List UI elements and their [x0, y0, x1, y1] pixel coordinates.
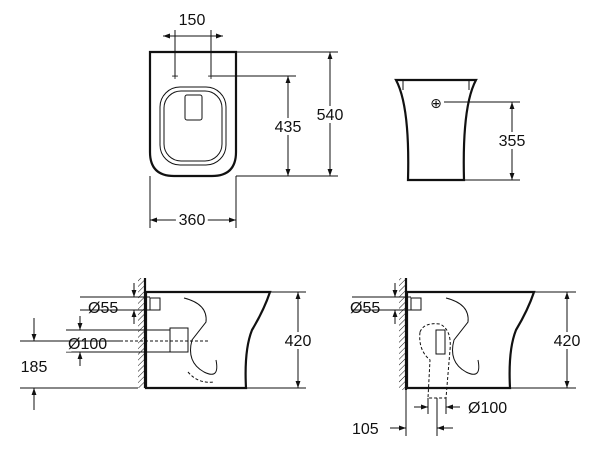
dim-floor-offset: 105 — [352, 421, 379, 438]
top-view-outlet-slot — [184, 94, 203, 121]
side-left-trap — [183, 297, 218, 375]
front-inlet-marker: ⊕ — [430, 95, 442, 111]
dim-water-inlet-right: Ø55 — [350, 300, 380, 317]
side-right-inlet — [410, 297, 422, 311]
wall-left — [138, 278, 145, 388]
side-left-trap-inner — [187, 371, 215, 383]
dim-floor-outlet: Ø100 — [468, 400, 507, 417]
side-left-outlet — [169, 327, 189, 353]
side-left-body — [144, 290, 272, 390]
dim-outlet-height: 185 — [21, 359, 48, 376]
top-view-bowl-opening — [159, 86, 227, 166]
top-view-outline — [148, 50, 238, 178]
side-right-trap-box — [435, 329, 446, 355]
side-right-floor-pipe — [419, 323, 451, 399]
wall-right — [399, 278, 406, 390]
top-view-bowl-inner — [163, 90, 223, 162]
dim-seat-height-right: 420 — [554, 333, 581, 350]
side-view-right: Ø55 420 Ø100 105 — [350, 278, 583, 438]
side-left-inlet — [149, 297, 161, 311]
dim-inlet-height: 355 — [499, 133, 526, 150]
front-view: ⊕ 355 — [394, 78, 528, 182]
top-view: + + 150 435 540 360 — [148, 12, 346, 232]
dim-water-inlet: Ø55 — [88, 300, 118, 317]
side-view-left: Ø55 Ø100 185 420 — [18, 278, 314, 410]
side-right-body — [405, 290, 536, 390]
dim-total-length: 540 — [317, 107, 344, 124]
dim-bolt-to-front: 435 — [275, 119, 302, 136]
dim-bolt-spacing: 150 — [179, 12, 206, 29]
dim-seat-height: 420 — [285, 333, 312, 350]
dim-outlet: Ø100 — [68, 336, 107, 353]
side-right-trap — [445, 297, 480, 375]
dim-width: 360 — [179, 212, 206, 229]
